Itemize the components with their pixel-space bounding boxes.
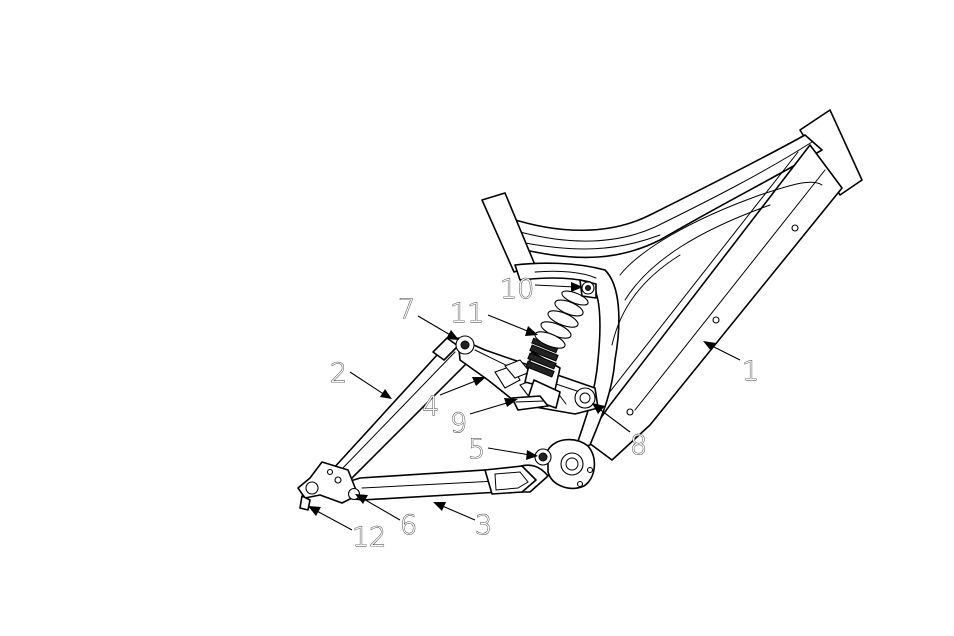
callout-7-label: 7 bbox=[398, 294, 415, 325]
pivot-10 bbox=[582, 282, 594, 294]
dropout-pivot bbox=[349, 489, 360, 500]
callout-8-label: 8 bbox=[630, 430, 647, 461]
callout-3: 3 bbox=[433, 502, 492, 541]
callout-1-label: 1 bbox=[742, 356, 759, 387]
callout-2-label: 2 bbox=[330, 358, 347, 389]
pivot-8 bbox=[575, 388, 595, 408]
chain-stay bbox=[338, 465, 548, 500]
callout-3-label: 3 bbox=[475, 510, 492, 541]
main-frame bbox=[482, 110, 862, 488]
callout-5: 5 bbox=[468, 434, 538, 465]
callout-9: 9 bbox=[450, 398, 518, 439]
callout-6-label: 6 bbox=[400, 510, 417, 541]
shock-coil-upper bbox=[533, 288, 590, 351]
pivot-7 bbox=[456, 336, 474, 354]
callout-12-label: 12 bbox=[352, 522, 386, 553]
callout-2: 2 bbox=[330, 358, 392, 399]
callout-5-label: 5 bbox=[468, 434, 485, 465]
callout-1: 1 bbox=[703, 341, 759, 387]
pivot-5 bbox=[535, 449, 551, 465]
callout-10-label: 10 bbox=[500, 274, 534, 305]
callout-9-label: 9 bbox=[450, 408, 467, 439]
callout-12: 12 bbox=[308, 506, 386, 553]
callout-4-label: 4 bbox=[422, 391, 439, 422]
callout-11-label: 11 bbox=[450, 298, 484, 329]
